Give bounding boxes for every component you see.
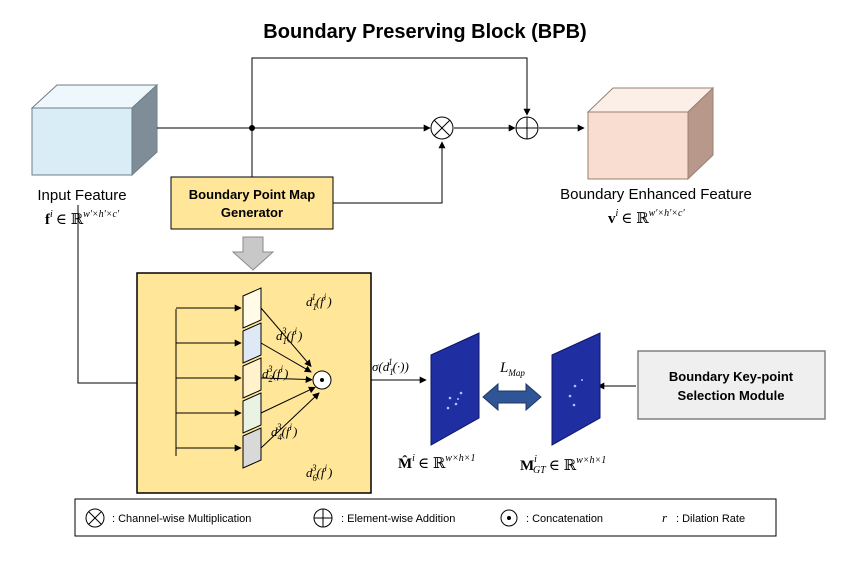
dilated-conv-slab [242, 392, 262, 434]
pred-symbol: M̂ [398, 455, 412, 472]
dilation-label: d13(fi) [276, 326, 302, 346]
dilated-conv-slab [242, 427, 262, 469]
dilated-conv-slab [242, 322, 262, 364]
slab-output-arrow [260, 386, 316, 414]
boundary-point-map-generator: Boundary Point Map Generator [170, 176, 334, 230]
predicted-map-formula: M̂i∈ ℝw×h×1 [398, 453, 475, 472]
slab-output-arrow [260, 307, 312, 367]
diagram-title: Boundary Preserving Block (BPB) [263, 21, 586, 43]
ground-truth-boundary-map [551, 332, 601, 446]
predicted-boundary-map [430, 332, 480, 446]
input-feature-cube [30, 83, 159, 177]
dilated-conv-slab [242, 287, 262, 329]
output-feature-label: Boundary Enhanced Feature [560, 186, 752, 203]
element-addition-legend-icon [313, 508, 333, 528]
slab-output-arrow [260, 375, 313, 383]
gt-symbol: M [520, 458, 534, 474]
loss-label: LMap [499, 360, 525, 378]
pred-space: ∈ ℝ [418, 456, 446, 472]
generator-line1: Boundary Point Map [189, 187, 315, 202]
input-feature-label: Input Feature [37, 187, 126, 204]
legend-element-add: : Element-wise Addition [341, 513, 455, 525]
concatenation-legend-icon [500, 509, 518, 527]
input-sup: i [50, 209, 53, 220]
loss-double-arrow [482, 382, 542, 412]
sigma-sup: 1 [388, 357, 393, 367]
input-feature-formula: fi∈ ℝw'×h'×c' [45, 209, 120, 228]
expand-arrow [231, 236, 275, 271]
sigma-base: d [383, 359, 390, 374]
branch-dot [249, 125, 255, 131]
channel-multiplication-legend-icon [85, 508, 105, 528]
loss-sub: Map [507, 368, 525, 378]
pred-dims: w×h×1 [445, 453, 475, 464]
output-feature-formula: vi∈ ℝw'×h'×c' [608, 208, 685, 227]
selection-line2: Selection Module [678, 388, 785, 403]
output-dims: w'×h'×c' [649, 208, 686, 219]
concatenation-operator [312, 370, 332, 390]
slab-output-arrow [260, 342, 312, 373]
dilated-conv-slab [242, 357, 262, 399]
output-sup: i [616, 208, 619, 219]
input-space: ∈ ℝ [56, 212, 84, 228]
dilation-label: d43(fi) [271, 422, 297, 442]
input-symbol: f [45, 212, 51, 228]
gt-sub: GT [533, 465, 547, 476]
legend-dilation-symbol: r [662, 510, 668, 525]
input-dims: w'×h'×c' [83, 209, 120, 220]
loss-base: L [499, 360, 508, 376]
dilation-label: d11(fi) [306, 292, 332, 312]
selection-line1: Boundary Key-point [669, 369, 794, 384]
gt-dims: w×h×1 [576, 455, 606, 466]
sigma-label: σ(d11(·)) [372, 357, 409, 377]
gt-sup: i [534, 454, 537, 465]
sigma-pre: σ( [372, 359, 383, 374]
sigma-sub: 1 [389, 367, 393, 377]
slab-output-arrow [260, 392, 320, 449]
output-symbol: v [608, 211, 616, 227]
element-addition-operator [515, 116, 539, 140]
keypoint-selection-module: Boundary Key-point Selection Module [637, 350, 826, 420]
channel-multiplication-operator [430, 116, 454, 140]
legend: : Channel-wise Multiplication : Element-… [74, 498, 777, 537]
dilated-conv-slabs [176, 287, 320, 469]
output-feature-cube [586, 86, 715, 181]
dilation-label: d23(fi) [262, 364, 288, 384]
legend-concat: : Concatenation [526, 513, 603, 525]
output-space: ∈ ℝ [621, 211, 649, 227]
gt-space: ∈ ℝ [549, 458, 577, 474]
dilation-label: d63(fi) [306, 463, 332, 483]
pred-sup: i [412, 453, 415, 464]
sigma-post: (·)) [393, 359, 409, 374]
legend-dilation: : Dilation Rate [676, 513, 745, 525]
dilation-labels: d11(fi)d13(fi) d23(fi) d43(fi) d63(fi) [262, 292, 332, 483]
legend-channel-mult: : Channel-wise Multiplication [112, 513, 251, 525]
generator-line2: Generator [221, 205, 283, 220]
